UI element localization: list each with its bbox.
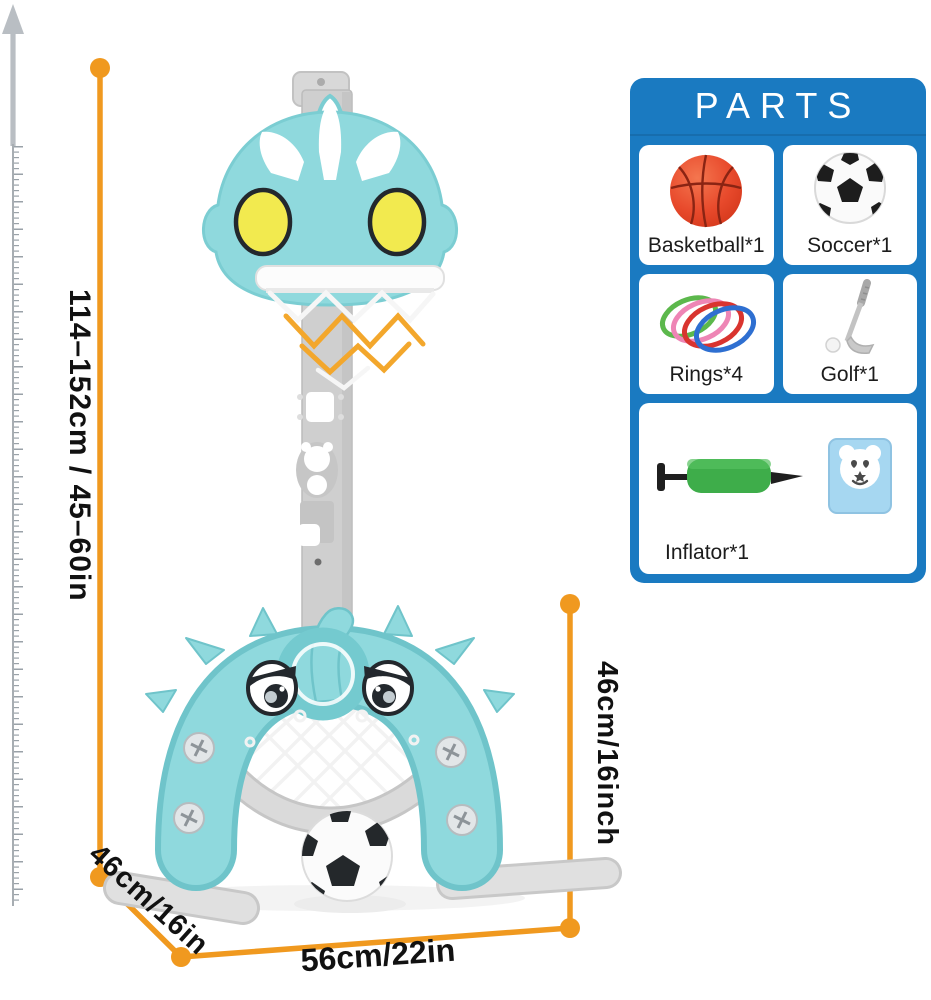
height-ruler-icon [2,4,26,906]
soccer-goal-net [212,688,452,820]
soccer-ball-icon [787,148,914,234]
basketball-hoop [255,265,445,391]
golf-club-icon [787,278,914,363]
parts-card-rings: Rings*4 [639,274,774,394]
backboard-left-eye [233,187,293,257]
parts-card-golf: Golf*1 [782,274,917,394]
part-label: Basketball*1 [647,233,765,257]
base-screws [173,732,478,836]
parts-panel-title: PARTS [630,78,926,136]
parts-card-soccer: Soccer*1 [782,145,917,265]
basketball-icon [643,148,770,234]
inflator-pump-icon [651,445,811,507]
left-foot [106,874,257,922]
parts-panel: PARTS Basketball*1 [630,78,926,583]
basketball-net [267,289,436,391]
part-label: Inflator*1 [665,540,750,564]
height-dimension-label: 114–152cm / 45–60in [63,289,96,602]
base-right-eye [362,660,414,716]
inflator-row [651,413,905,539]
part-label: Soccer*1 [807,233,893,257]
backboard-right-eye [367,187,427,257]
music-box-icon [815,433,905,519]
backboard [202,93,458,307]
base-arch [145,605,515,891]
part-label: Golf*1 [820,362,879,386]
dimension-dots [90,58,580,967]
parts-card-basketball: Basketball*1 [639,145,774,265]
parts-grid: Basketball*1 [630,136,926,583]
base-left-eye [246,660,298,716]
part-label: Rings*4 [669,362,744,386]
arch-spikes [145,605,515,713]
net-hooks [244,709,420,748]
parts-card-inflator: Inflator*1 [639,403,917,574]
rings-icon [643,280,770,363]
goal-height-dimension-label: 46cm/16inch [591,661,623,847]
